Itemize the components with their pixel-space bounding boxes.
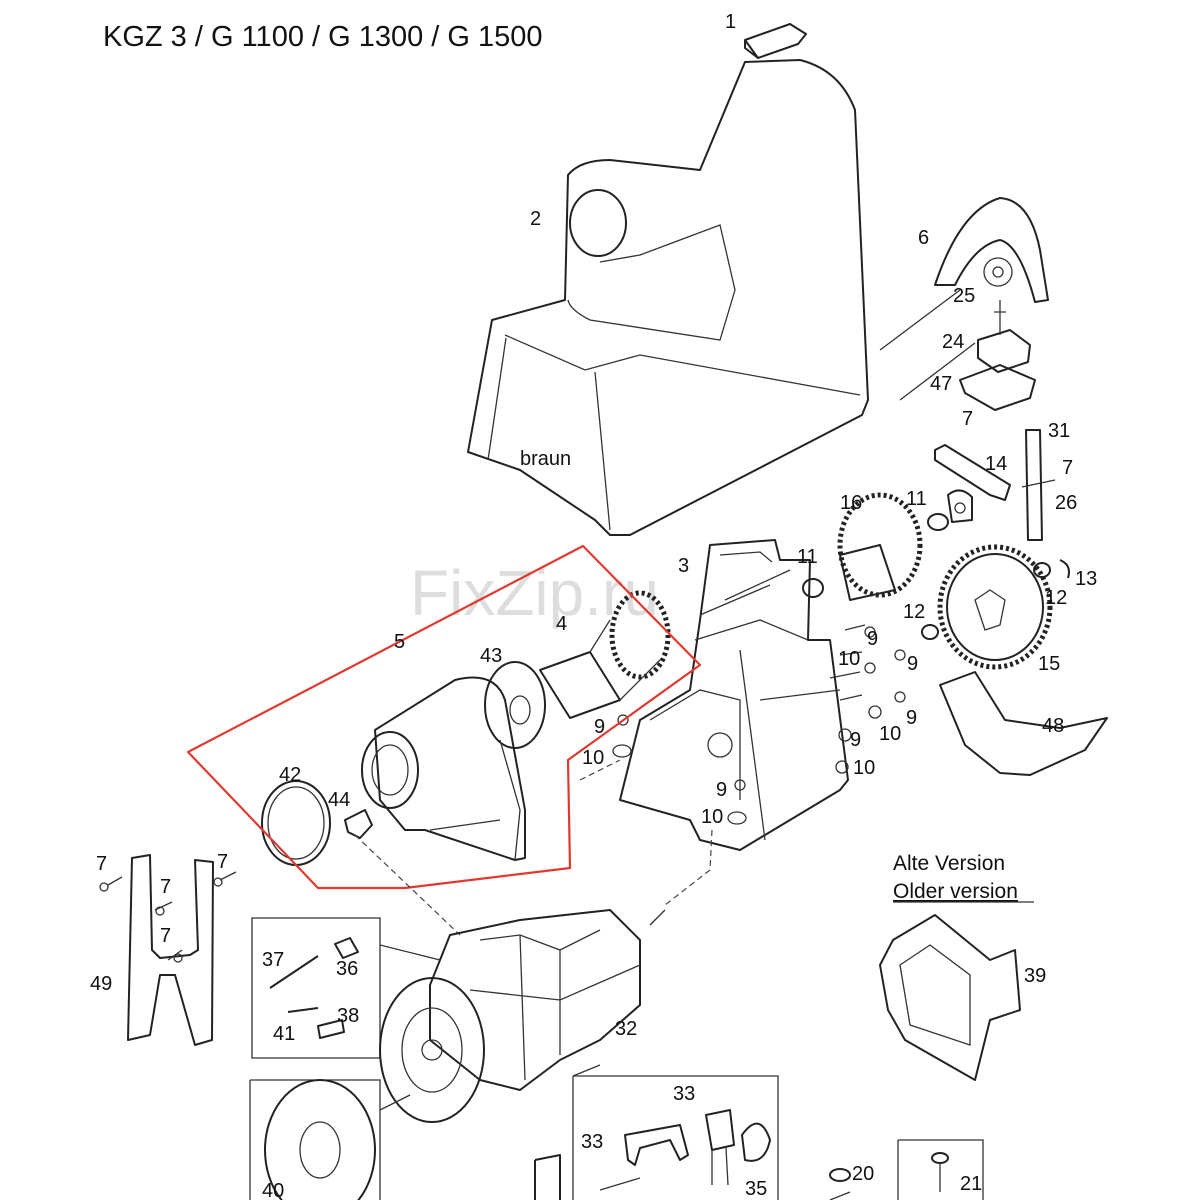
label-11-upper: 11	[906, 488, 927, 510]
part-24-switch	[977, 300, 1031, 373]
label-10-e: 10	[701, 806, 723, 828]
version-note-english: Older version	[893, 880, 1018, 903]
label-6: 6	[918, 227, 929, 249]
label-9-d: 9	[850, 729, 861, 751]
label-48: 48	[1042, 715, 1064, 737]
part-32-motor	[379, 909, 666, 1123]
label-32: 32	[615, 1018, 637, 1040]
label-9-e: 9	[594, 716, 605, 738]
label-11-lower: 11	[797, 546, 818, 568]
label-14: 14	[985, 453, 1007, 475]
part-4-rotor	[539, 590, 671, 719]
part-3-frame	[619, 539, 849, 851]
label-1: 1	[725, 11, 736, 33]
part-15-large-gear	[937, 544, 1053, 670]
part-42-ring	[261, 780, 331, 866]
label-40: 40	[262, 1180, 284, 1200]
label-37: 37	[262, 949, 284, 971]
label-7-far: 7	[217, 851, 228, 873]
watermark-text: FixZip.ru	[410, 557, 659, 629]
label-9-a: 9	[867, 628, 878, 650]
capacitor-detail-box	[572, 1064, 779, 1200]
part-2-housing: braun	[467, 59, 869, 536]
part-26-bracket	[947, 489, 973, 523]
part-31-shaft	[1021, 429, 1056, 541]
label-49: 49	[90, 973, 112, 995]
label-10-a: 10	[838, 648, 860, 670]
version-note-german: Alte Version	[893, 852, 1005, 875]
label-7-right: 7	[1062, 457, 1073, 479]
part-40-fan-box	[249, 1079, 411, 1200]
label-35: 35	[745, 1178, 767, 1200]
label-36: 36	[336, 958, 358, 980]
label-31: 31	[1048, 420, 1070, 442]
part-11-washer-upper	[927, 513, 949, 531]
label-9-f: 9	[716, 779, 727, 801]
part-1-cap	[744, 23, 807, 59]
part-11-washer-lower	[802, 578, 824, 598]
label-9-c: 9	[906, 707, 917, 729]
part-43-disc	[484, 661, 546, 749]
label-7-mid: 7	[160, 876, 171, 898]
label-13: 13	[1075, 568, 1097, 590]
label-25: 25	[953, 285, 975, 307]
label-10-b: 10	[879, 723, 901, 745]
label-16: 16	[840, 492, 862, 514]
label-7-low: 7	[160, 925, 171, 947]
part-5-stator-housing	[361, 676, 526, 861]
shaft-rod	[534, 1154, 561, 1200]
label-33-left: 33	[581, 1131, 603, 1153]
part-16-gear	[837, 492, 923, 601]
part-44-clip	[344, 809, 373, 839]
label-24: 24	[942, 331, 964, 353]
label-33-top: 33	[673, 1083, 695, 1105]
label-9-b: 9	[907, 653, 918, 675]
label-47: 47	[930, 373, 952, 395]
label-12-right: 12	[1045, 587, 1067, 609]
label-41: 41	[273, 1023, 295, 1045]
part-12-washer-lower	[921, 624, 939, 640]
label-2: 2	[530, 208, 541, 230]
label-4: 4	[556, 613, 567, 635]
label-3: 3	[678, 555, 689, 577]
label-10-c: 10	[853, 757, 875, 779]
part-12-washer-upper	[1033, 562, 1051, 578]
screws-9-washers-10	[612, 624, 906, 825]
label-39: 39	[1024, 965, 1046, 987]
label-20: 20	[852, 1163, 874, 1185]
label-21: 21	[960, 1173, 982, 1195]
label-7-top: 7	[962, 408, 973, 430]
part-20-screw	[829, 1168, 851, 1200]
part-25-wheel	[983, 257, 1013, 287]
label-43: 43	[480, 645, 502, 667]
part-13-clip	[1059, 559, 1070, 579]
assembly-dash-lines	[354, 759, 713, 936]
label-15: 15	[1038, 653, 1060, 675]
group-5-highlight-outline	[186, 544, 702, 890]
part-21-screw-box	[897, 1139, 984, 1200]
label-5: 5	[394, 631, 405, 653]
part-6-cover	[934, 197, 1049, 303]
diagram-title: KGZ 3 / G 1100 / G 1300 / G 1500	[103, 21, 543, 53]
label-10-d: 10	[582, 747, 604, 769]
part-49-bracket	[99, 854, 237, 1046]
label-26: 26	[1055, 492, 1077, 514]
part-number-labels: 1 2 3 4 5 6 7 7 7 7 7 7 9 9 9 9 9 9 10 1…	[90, 11, 1097, 1200]
label-7-left: 7	[96, 853, 107, 875]
housing-logo: braun	[520, 448, 571, 470]
label-38: 38	[337, 1005, 359, 1027]
label-12-left: 12	[903, 601, 925, 623]
part-47-bracket	[959, 364, 1036, 411]
part-48-shield	[939, 671, 1108, 776]
shaft-guide-lines	[699, 569, 791, 616]
part-14-plate	[934, 444, 1011, 501]
label-44: 44	[328, 789, 350, 811]
part-39-older-version-shield	[879, 914, 1021, 1081]
label-42: 42	[279, 764, 301, 786]
